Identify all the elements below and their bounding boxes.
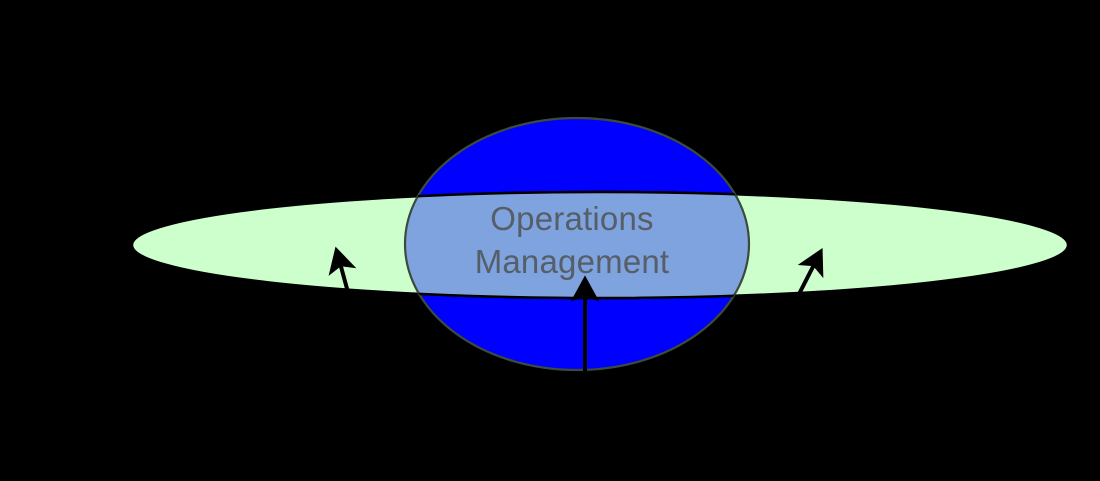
blue-ellipse-outline bbox=[403, 116, 751, 372]
center-label-line-2: Management bbox=[475, 243, 670, 280]
right-arrow bbox=[796, 248, 824, 297]
left-arrow bbox=[328, 246, 357, 297]
green-ellipse-edge-overlay bbox=[405, 190, 749, 300]
center-label-line-1: Operations bbox=[490, 200, 653, 237]
overlap-band bbox=[405, 192, 749, 298]
